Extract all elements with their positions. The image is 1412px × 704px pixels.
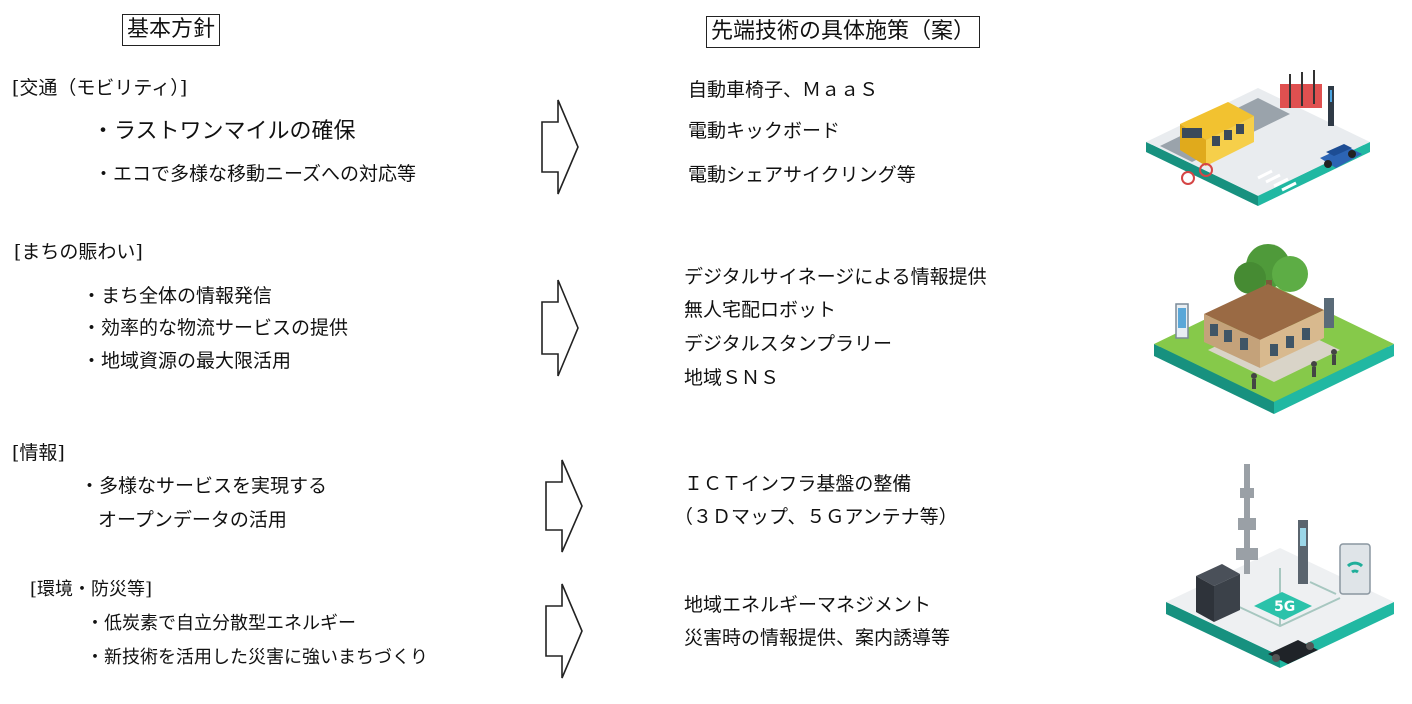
measure-item: 地域エネルギーマネジメント	[684, 594, 932, 616]
category-environment: [環境・防災等]	[30, 579, 153, 600]
policy-header: 基本方針	[122, 14, 221, 46]
policy-item: ・まち全体の情報発信	[82, 285, 273, 307]
policy-item: ・多様なサービスを実現する	[80, 475, 328, 497]
category-mobility: [交通（モビリティ）]	[12, 77, 188, 99]
measure-item: 電動キックボード	[688, 120, 841, 142]
right-arrow-icon	[545, 583, 583, 679]
measure-item: （３Ｄマップ、５Ｇアンテナ等）	[674, 506, 958, 528]
policy-item: ・ラストワンマイルの確保	[92, 119, 356, 144]
policy-item: ・効率的な物流サービスの提供	[82, 317, 349, 339]
measure-item: ＩＣＴインフラ基盤の整備	[684, 473, 912, 495]
policy-item: ・新技術を活用した災害に強いまちづくり	[86, 647, 428, 668]
measure-item: 災害時の情報提供、案内誘導等	[684, 627, 951, 649]
measure-item: 地域ＳＮＳ	[684, 367, 780, 389]
mobility-illustration	[1146, 70, 1370, 206]
measure-item: 自動車椅子、ＭａａＳ	[688, 79, 879, 101]
5g-tower-illustration: 5G	[1166, 464, 1394, 668]
policy-item: ・地域資源の最大限活用	[82, 350, 292, 372]
policy-item: オープンデータの活用	[98, 509, 287, 531]
right-arrow-icon	[545, 459, 583, 553]
measure-item: デジタルサイネージによる情報提供	[684, 266, 987, 288]
right-arrow-icon	[541, 279, 579, 377]
5g-badge-label: 5G	[1274, 599, 1295, 615]
category-information: [情報]	[12, 442, 65, 464]
category-town: [まちの賑わい]	[14, 241, 143, 263]
town-illustration	[1154, 244, 1394, 414]
measure-item: デジタルスタンプラリー	[684, 333, 893, 355]
measures-header: 先端技術の具体施策（案）	[706, 16, 981, 48]
measure-item: 電動シェアサイクリング等	[688, 164, 916, 186]
right-arrow-icon	[541, 99, 579, 195]
policy-item: ・低炭素で自立分散型エネルギー	[86, 613, 356, 634]
policy-item: ・エコで多様な移動ニーズへの対応等	[94, 163, 417, 185]
measure-item: 無人宅配ロボット	[684, 299, 837, 321]
